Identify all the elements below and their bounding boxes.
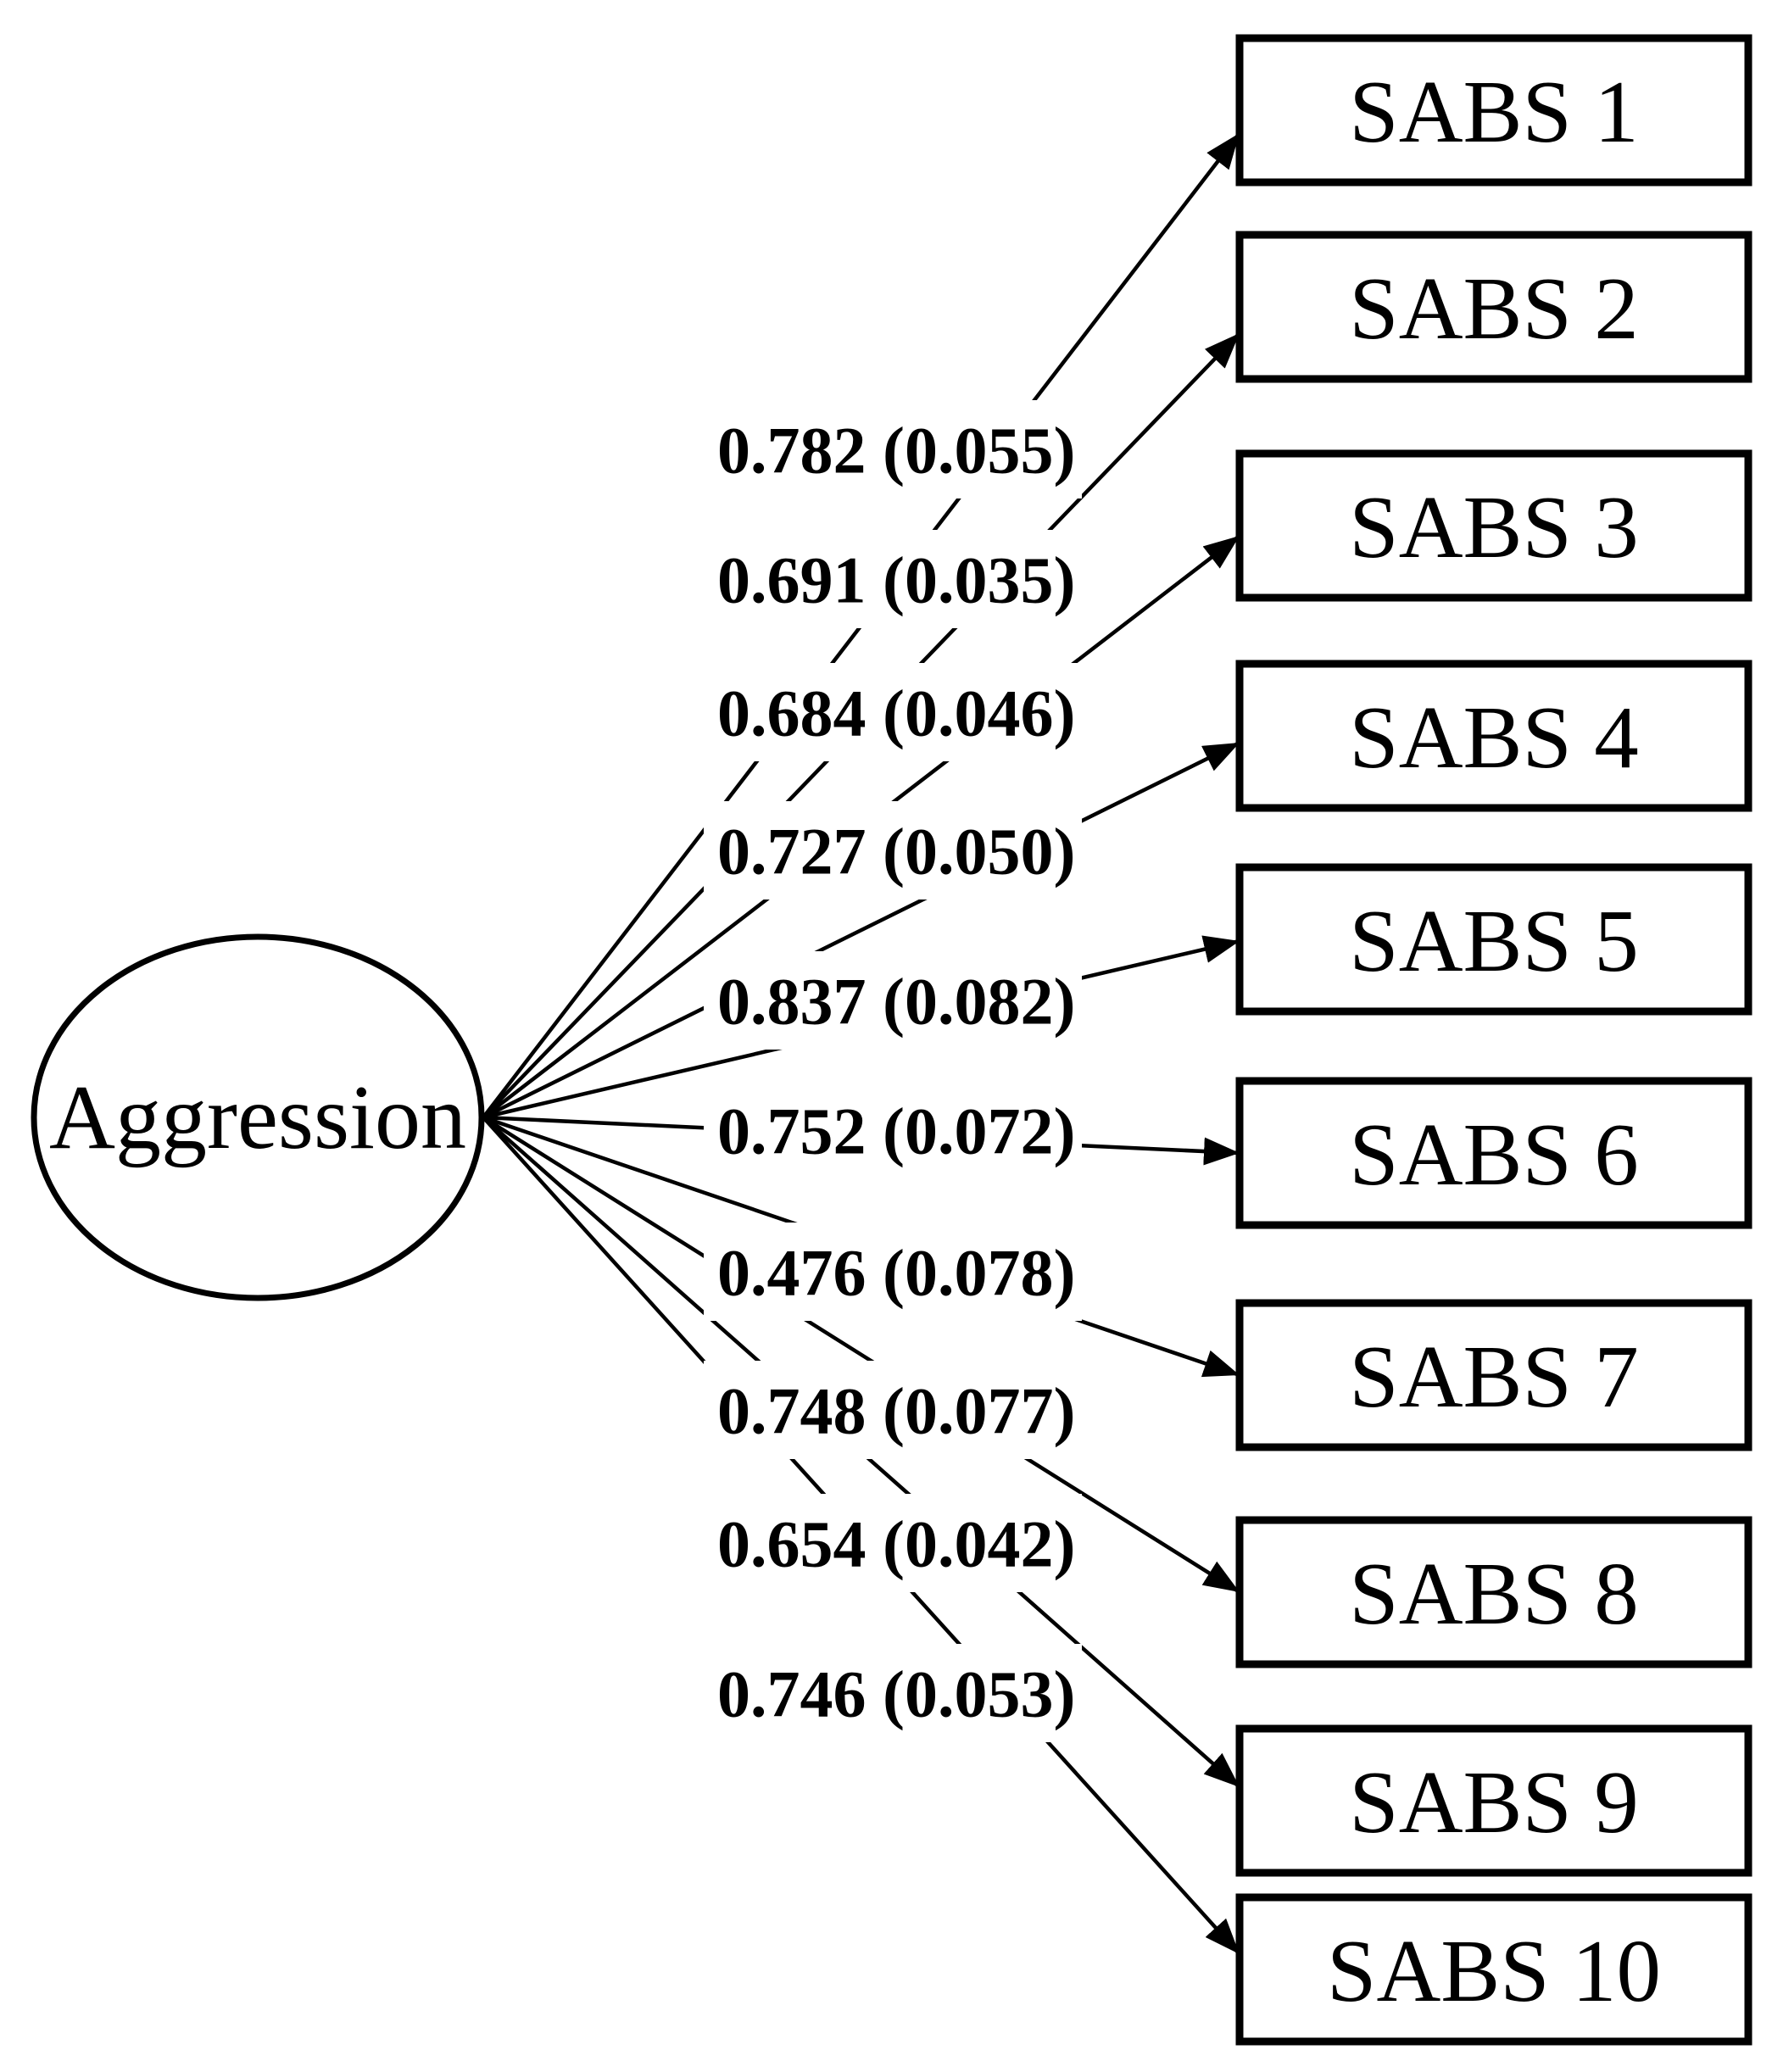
label-mask <box>704 663 1082 761</box>
loading-label-9: 0.654 (0.042) <box>704 1494 1082 1592</box>
indicator-sabs-7: SABS 7 <box>1235 1299 1752 1451</box>
indicator-sabs-5: SABS 5 <box>1235 863 1752 1016</box>
arrow-sabs-4 <box>482 740 1240 1120</box>
indicator-label: SABS 4 <box>1349 688 1638 787</box>
loading-label-4: 0.727 (0.050) <box>704 801 1082 900</box>
loading-value: 0.746 (0.053) <box>717 1657 1075 1730</box>
indicator-label: SABS 5 <box>1349 891 1638 990</box>
label-mask <box>704 1223 1082 1321</box>
loading-label-10: 0.746 (0.053) <box>704 1644 1082 1742</box>
loading-value: 0.654 (0.042) <box>717 1507 1075 1580</box>
indicator-label: SABS 7 <box>1349 1327 1638 1426</box>
label-mask <box>704 1644 1082 1742</box>
indicator-box <box>1235 1893 1752 2046</box>
indicator-box <box>1235 660 1752 812</box>
loading-value: 0.476 (0.078) <box>717 1235 1075 1309</box>
loading-label-5: 0.837 (0.082) <box>704 951 1082 1050</box>
indicator-sabs-9: SABS 9 <box>1235 1724 1752 1877</box>
loading-value: 0.748 (0.077) <box>717 1373 1075 1447</box>
loading-value: 0.691 (0.035) <box>717 543 1075 616</box>
indicator-box <box>1235 863 1752 1016</box>
indicator-label: SABS 3 <box>1349 477 1638 576</box>
loading-value: 0.684 (0.046) <box>717 676 1075 749</box>
latent-label: Aggression <box>49 1067 466 1168</box>
indicator-label: SABS 6 <box>1349 1105 1638 1204</box>
indicator-group: SABS 1 SABS 2 SABS 3 SABS 4 SABS 5 SABS … <box>1235 34 1752 2046</box>
loading-value: 0.837 (0.082) <box>717 964 1075 1038</box>
indicator-sabs-10: SABS 10 <box>1235 1893 1752 2046</box>
indicator-label: SABS 9 <box>1349 1752 1638 1852</box>
indicator-box <box>1235 231 1752 383</box>
loading-label-group: 0.782 (0.055) 0.691 (0.035) 0.684 (0.046… <box>704 400 1082 1742</box>
indicator-box <box>1235 1516 1752 1668</box>
indicator-label: SABS 2 <box>1349 259 1638 358</box>
loading-label-7: 0.476 (0.078) <box>704 1223 1082 1321</box>
loading-label-6: 0.752 (0.072) <box>704 1081 1082 1179</box>
indicator-sabs-8: SABS 8 <box>1235 1516 1752 1668</box>
loading-value: 0.782 (0.055) <box>717 413 1075 487</box>
label-mask <box>704 400 1082 499</box>
label-mask <box>704 1361 1082 1459</box>
indicator-sabs-1: SABS 1 <box>1235 34 1752 187</box>
indicator-box <box>1235 449 1752 602</box>
indicator-box <box>1235 1077 1752 1229</box>
loading-label-8: 0.748 (0.077) <box>704 1361 1082 1459</box>
loading-value: 0.752 (0.072) <box>717 1094 1075 1167</box>
label-mask <box>704 801 1082 900</box>
label-mask <box>704 1081 1082 1179</box>
loading-label-2: 0.691 (0.035) <box>704 530 1082 628</box>
indicator-box <box>1235 34 1752 187</box>
indicator-sabs-4: SABS 4 <box>1235 660 1752 812</box>
loading-label-1: 0.782 (0.055) <box>704 400 1082 499</box>
indicator-sabs-6: SABS 6 <box>1235 1077 1752 1229</box>
indicator-label: SABS 10 <box>1327 1921 1661 2020</box>
indicator-box <box>1235 1724 1752 1877</box>
latent-variable: Aggression <box>31 933 485 1301</box>
indicator-label: SABS 1 <box>1349 62 1638 161</box>
indicator-sabs-3: SABS 3 <box>1235 449 1752 602</box>
indicator-label: SABS 8 <box>1349 1544 1638 1643</box>
label-mask <box>704 530 1082 628</box>
label-mask <box>704 1494 1082 1592</box>
arrow-sabs-8 <box>482 1116 1241 1594</box>
indicator-sabs-2: SABS 2 <box>1235 231 1752 383</box>
indicator-box <box>1235 1299 1752 1451</box>
loading-label-3: 0.684 (0.046) <box>704 663 1082 761</box>
loading-value: 0.727 (0.050) <box>717 814 1075 888</box>
label-mask <box>704 951 1082 1050</box>
latent-ellipse <box>31 933 485 1301</box>
